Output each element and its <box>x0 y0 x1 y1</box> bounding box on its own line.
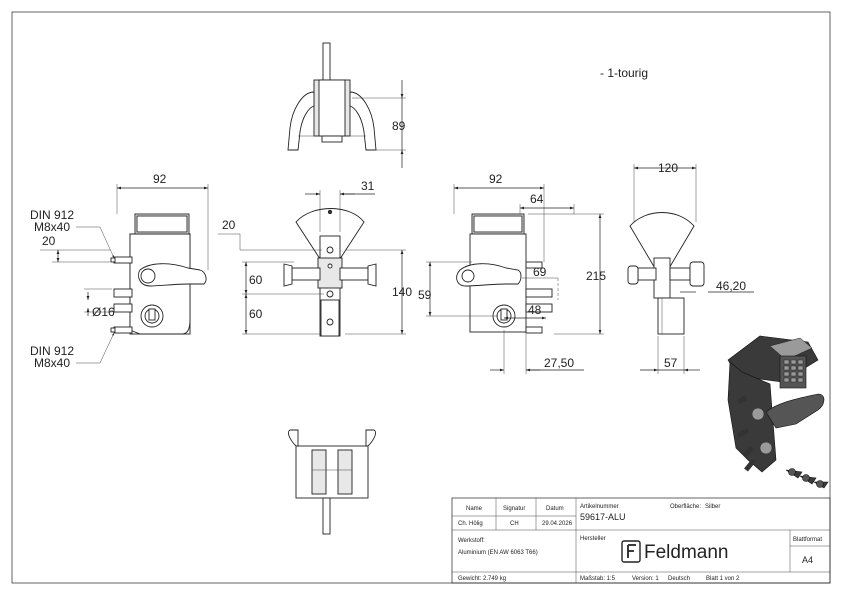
tb-weight: Gewicht: 2.749 kg <box>458 576 506 582</box>
note-text: - 1-tourig <box>600 66 648 80</box>
dim-left-diameter: Ø16 <box>92 305 115 319</box>
dim-left-width: 92 <box>153 172 167 186</box>
right-view: 92 64 215 69 59 48 27,50 <box>418 172 606 374</box>
dim-left-offset: 20 <box>42 234 56 248</box>
dim-right-width: 92 <box>489 172 503 186</box>
dim-right-215: 215 <box>586 269 606 283</box>
dim-side-57: 57 <box>664 356 678 370</box>
dim-side-4620: 46,20 <box>716 279 746 293</box>
top-view: 89 <box>287 42 406 168</box>
tb-row-signature: CH <box>510 521 519 527</box>
dim-right-69: 69 <box>533 265 547 279</box>
dim-front-60-upper: 60 <box>249 273 263 287</box>
tb-sheet: Blatt 1 von 2 <box>706 576 740 582</box>
tb-manufacturer-label: Hersteller <box>580 536 606 542</box>
bolt-label-lower-1: DIN 912 <box>30 344 74 358</box>
side-view: 120 46,20 57 <box>627 161 754 374</box>
tb-format-label: Blattformat <box>793 537 822 543</box>
dim-right-48: 48 <box>528 303 542 317</box>
tb-material-value: Aluminium (EN AW 6063 T66) <box>458 550 538 556</box>
tb-format-value: A4 <box>802 555 813 565</box>
tb-surface-value: Silber <box>705 504 720 510</box>
feldmann-logo: Feldmann <box>621 540 729 563</box>
tb-header-signature: Signatur <box>503 506 525 512</box>
tb-version: Version: 1 <box>632 576 659 582</box>
logo-text: Feldmann <box>644 542 729 563</box>
bottom-view <box>287 429 377 535</box>
left-view: 92 DIN 912 M8x40 20 Ø16 DIN 912 M8x40 <box>30 172 209 370</box>
tb-article-number: 59617-ALU <box>580 512 626 522</box>
dim-top-height: 89 <box>392 119 406 133</box>
dim-front-60-lower: 60 <box>249 307 263 321</box>
bolt-label-upper-1: DIN 912 <box>30 208 74 222</box>
tb-row-name: Ch. Hölig <box>458 521 483 527</box>
dim-right-59: 59 <box>418 288 432 302</box>
tb-material-label: Werkstoff: <box>458 538 485 544</box>
dim-side-120: 120 <box>658 161 678 175</box>
tb-article-label: Artikelnummer <box>580 504 619 510</box>
bolt-label-upper-2: M8x40 <box>34 220 70 234</box>
tb-header-name: Name <box>466 506 483 512</box>
front-view: 31 20 60 60 140 <box>218 179 412 337</box>
sheet-border <box>11 11 831 584</box>
tb-language: Deutsch <box>668 576 690 582</box>
dim-right-2750: 27,50 <box>544 356 574 370</box>
tb-surface-label: Oberfläche: <box>670 504 701 510</box>
tb-scale: Maßstab: 1:5 <box>580 576 616 582</box>
dim-front-offset: 20 <box>222 218 236 232</box>
bolt-label-lower-2: M8x40 <box>34 356 70 370</box>
title-block: Name Signatur Datum Ch. Hölig CH 29.04.2… <box>451 497 831 584</box>
dim-front-height: 140 <box>392 285 412 299</box>
dim-front-width: 31 <box>361 179 375 193</box>
dim-right-64: 64 <box>530 192 544 206</box>
tb-row-date: 29.04.2026 <box>542 521 573 527</box>
isometric-view <box>727 335 829 489</box>
tb-header-date: Datum <box>546 506 564 512</box>
